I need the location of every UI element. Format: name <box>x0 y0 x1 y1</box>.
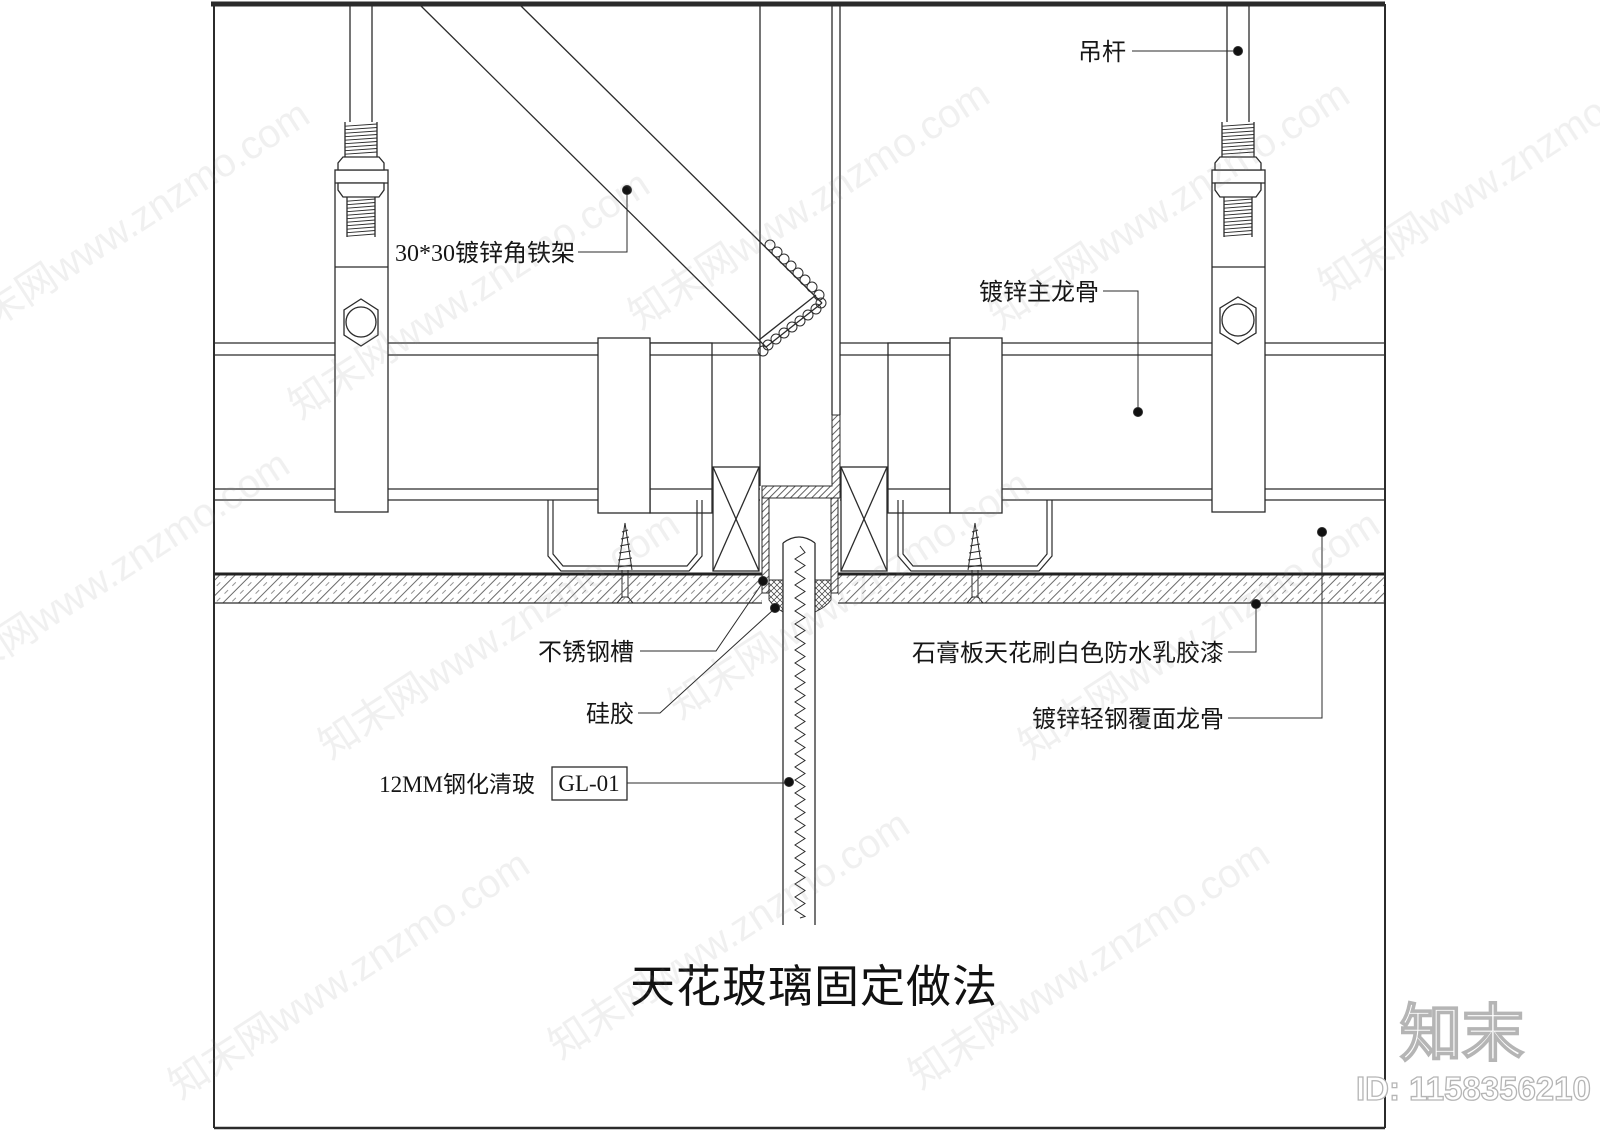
label-angle-frame: 30*30镀锌角铁架 <box>395 240 575 267</box>
annotations: 吊杆 30*30镀锌角铁架 镀锌主龙骨 不锈钢槽 硅胶 石膏板天花刷白色防水乳胶… <box>379 39 1224 1012</box>
watermark-text: 知末网www.znzmo.com <box>0 92 317 358</box>
glass-tag-box <box>551 766 628 801</box>
nut-upper-left <box>337 156 385 171</box>
angle-iron-brace <box>420 5 827 357</box>
furring-channel-right <box>897 500 1053 572</box>
nut-lower-right <box>1214 182 1262 198</box>
site-brand: 知末 ID: 1158356210 <box>1355 999 1591 1107</box>
clip-left-front <box>597 337 651 514</box>
watermark-text: 知末网www.znzmo.com <box>1311 42 1600 308</box>
leader-glass-tag <box>627 777 794 787</box>
watermark-text: 知末网www.znzmo.com <box>541 802 917 1068</box>
leader-gypsum-note <box>1228 599 1261 653</box>
leader-hanger-rod <box>1132 46 1243 56</box>
watermark-text: 知末网www.znzmo.com <box>981 72 1357 338</box>
leader-silicone <box>638 603 780 714</box>
glass-panel <box>782 536 816 925</box>
watermark-text: 知末网www.znzmo.com <box>161 842 537 1108</box>
stainless-channel <box>761 414 841 594</box>
hanger-strap-right <box>1211 169 1266 513</box>
leader-main-keel <box>1103 290 1143 417</box>
leader-furring-keel <box>1228 527 1327 719</box>
glass-tag-text: GL-01 <box>558 771 619 796</box>
drawing-border <box>211 1 1386 1130</box>
hex-bolt-right <box>1219 296 1257 345</box>
channel-angle <box>761 414 841 499</box>
label-main-keel: 镀锌主龙骨 <box>979 279 1099 306</box>
leader-stainless-channel <box>640 576 768 652</box>
label-gypsum-note: 石膏板天花刷白色防水乳胶漆 <box>912 640 1224 667</box>
label-glass: 12MM钢化清玻 <box>379 772 535 797</box>
nut-lower-left <box>337 182 385 198</box>
furring-channel-left <box>547 500 703 572</box>
central-mullion <box>759 6 841 486</box>
carrier-clips <box>597 337 1003 514</box>
drawing-title: 天花玻璃固定做法 <box>630 962 998 1012</box>
clip-right-back <box>887 342 951 514</box>
label-stainless-channel: 不锈钢槽 <box>538 639 634 666</box>
leader-lines <box>578 46 1327 787</box>
clip-right-front <box>949 337 1003 514</box>
brace-rolled-edge <box>757 239 827 357</box>
glass-core-breakline <box>794 545 807 919</box>
label-furring-keel: 镀锌轻钢覆面龙骨 <box>1032 706 1224 733</box>
blocking-boxes <box>712 466 888 572</box>
site-logo: 知末 <box>1400 1000 1524 1069</box>
channel-wall-right <box>830 497 839 594</box>
nut-upper-right <box>1214 156 1262 171</box>
channel-wall-left <box>761 497 770 594</box>
hanger-assembly-left <box>334 6 389 513</box>
watermark-text: 知末网www.znzmo.com <box>621 72 997 338</box>
label-silicone: 硅胶 <box>586 701 634 728</box>
gypsum-board <box>215 572 1384 604</box>
label-hanger-rod: 吊杆 <box>1078 39 1126 66</box>
hanger-assembly-right <box>1211 6 1266 513</box>
leader-angle-frame <box>578 185 632 253</box>
image-id: ID: 1158356210 <box>1356 1070 1591 1107</box>
clip-left-back <box>649 342 713 514</box>
